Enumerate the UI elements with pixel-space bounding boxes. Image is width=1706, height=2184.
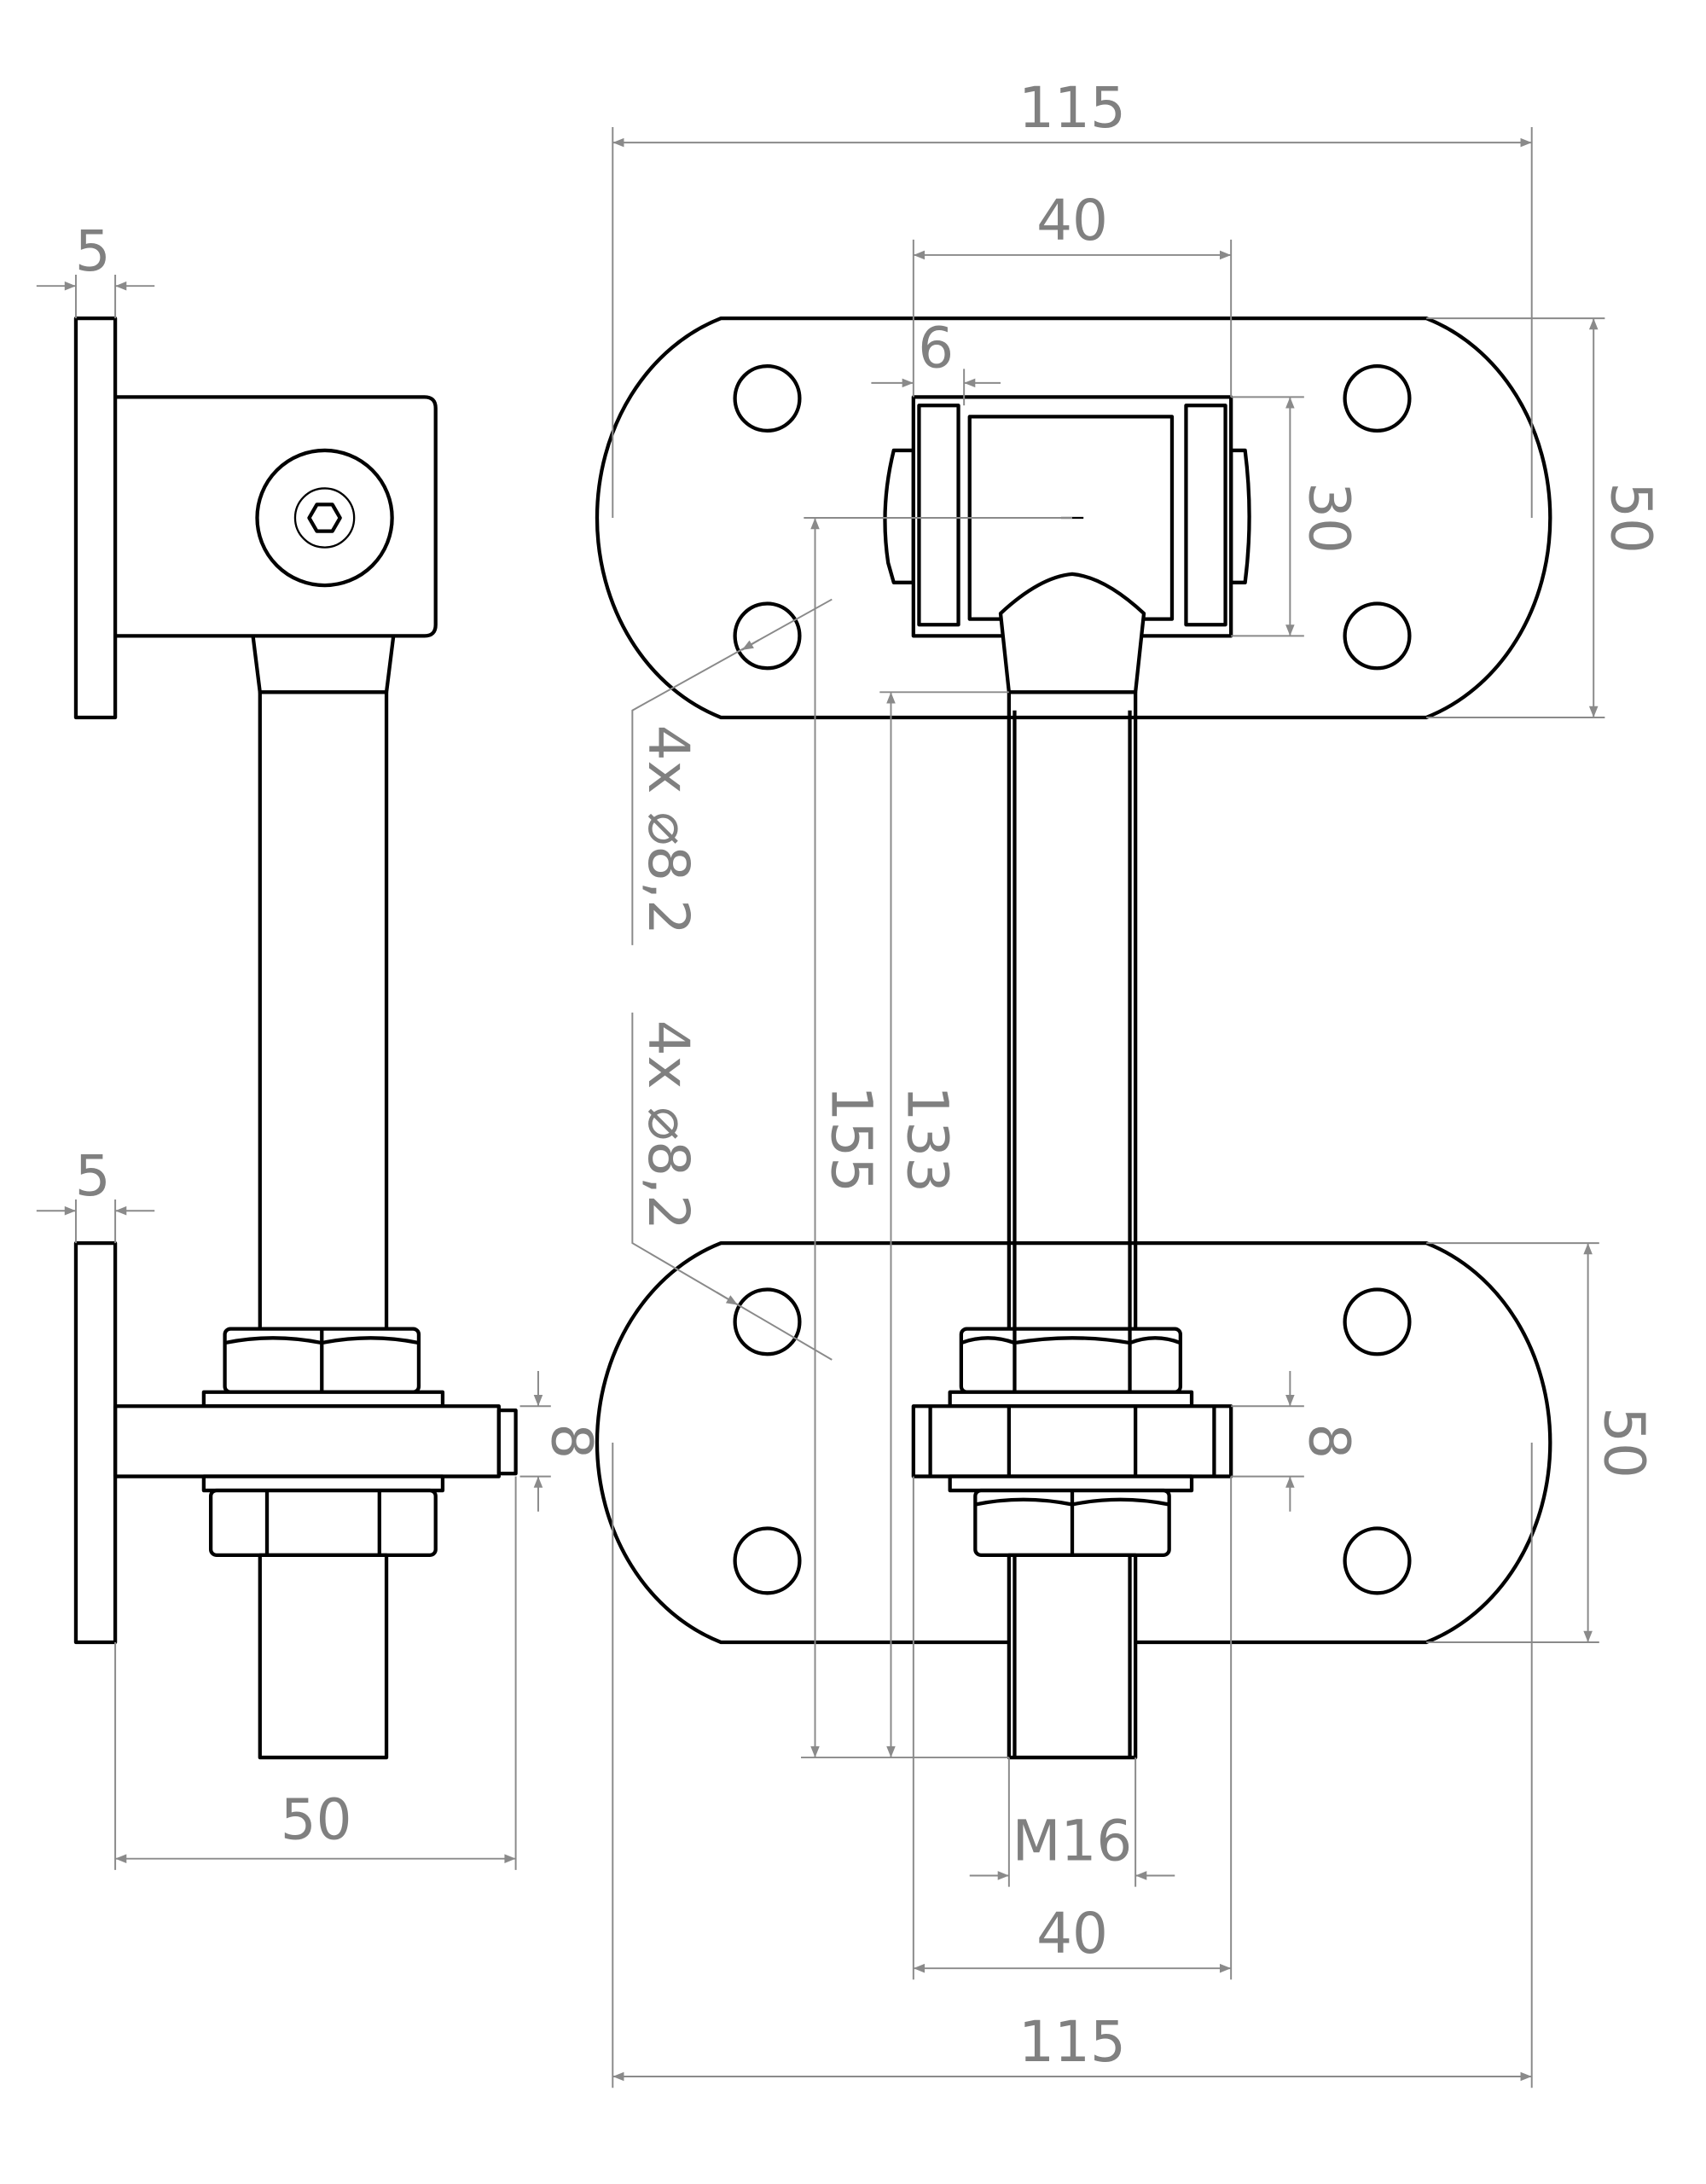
rod-neck-front [998,572,1146,694]
lower-washer [201,1474,445,1493]
pin-head [255,448,394,588]
mount-hole [1343,1526,1412,1595]
rod-upper [258,692,389,1329]
mount-hole [1343,1287,1412,1356]
mount-hole [733,1287,802,1356]
dim-thread: M16 [1013,1808,1133,1873]
dim-length-rod: 133 [894,1085,960,1193]
flange-right [1184,404,1227,627]
hex-socket-icon [307,502,342,533]
lower-nut [208,1488,438,1557]
hinge-bracket [115,395,438,638]
front-strap [911,1404,1233,1478]
mount-hole [733,601,802,671]
gate-strap [113,1404,501,1478]
strap-end [496,1409,518,1476]
front-upper-washer [948,1390,1194,1409]
dim-hinge-height: 30 [1296,482,1361,554]
dim-top-plate-thickness: 5 [75,218,111,284]
dim-front-strap-thickness: 8 [1296,1423,1361,1459]
side-view: 5 5 50 8 [36,218,604,1870]
dim-overall-width-top: 115 [1018,75,1126,141]
front-lower-washer [948,1474,1194,1493]
dim-bottom-plate-thickness: 5 [75,1143,111,1209]
dim-length-overall: 155 [818,1085,884,1193]
dim-hinge-width-top: 40 [1036,188,1108,253]
dim-overall-width-bottom: 115 [1018,2009,1126,2075]
dim-pin-length: 50 [281,1787,352,1853]
lower-nut-facets [264,1490,381,1555]
socket-circle [293,487,356,549]
upper-nut-facets [224,1328,420,1392]
dim-top-plate-height: 50 [1599,482,1664,554]
dim-flange-width: 6 [918,316,954,381]
bottom-plate [73,1240,118,1645]
front-upper-nut-facets [960,1328,1181,1392]
front-strap-lines [928,1406,1216,1477]
top-wall-plate [73,316,118,720]
front-rod-thread [1007,1553,1138,1760]
upper-washer [201,1390,445,1409]
mount-hole [1343,363,1412,433]
dim-side-strap-thickness: 8 [538,1423,604,1459]
dim-hinge-width-bottom: 40 [1036,1901,1108,1966]
rod-front [1007,692,1138,1329]
rod-thread [258,1553,389,1760]
rod-neck [251,636,396,694]
front-lower-nut-facets [974,1490,1170,1555]
pin-end-left [883,448,915,584]
pin-end-right [1229,448,1251,584]
flange-left [917,404,960,627]
mount-hole [733,1526,802,1595]
dim-bottom-plate-height: 50 [1591,1407,1657,1478]
dim-holes-bottom: 4x ⌀8,2 [635,1020,701,1230]
mount-hole [733,363,802,433]
front-view: 115 40 6 30 50 50 155 133 4x ⌀8,2 4x ⌀8,… [595,75,1664,2088]
dim-holes-top: 4x ⌀8,2 [635,725,701,935]
mount-hole [1343,601,1412,671]
